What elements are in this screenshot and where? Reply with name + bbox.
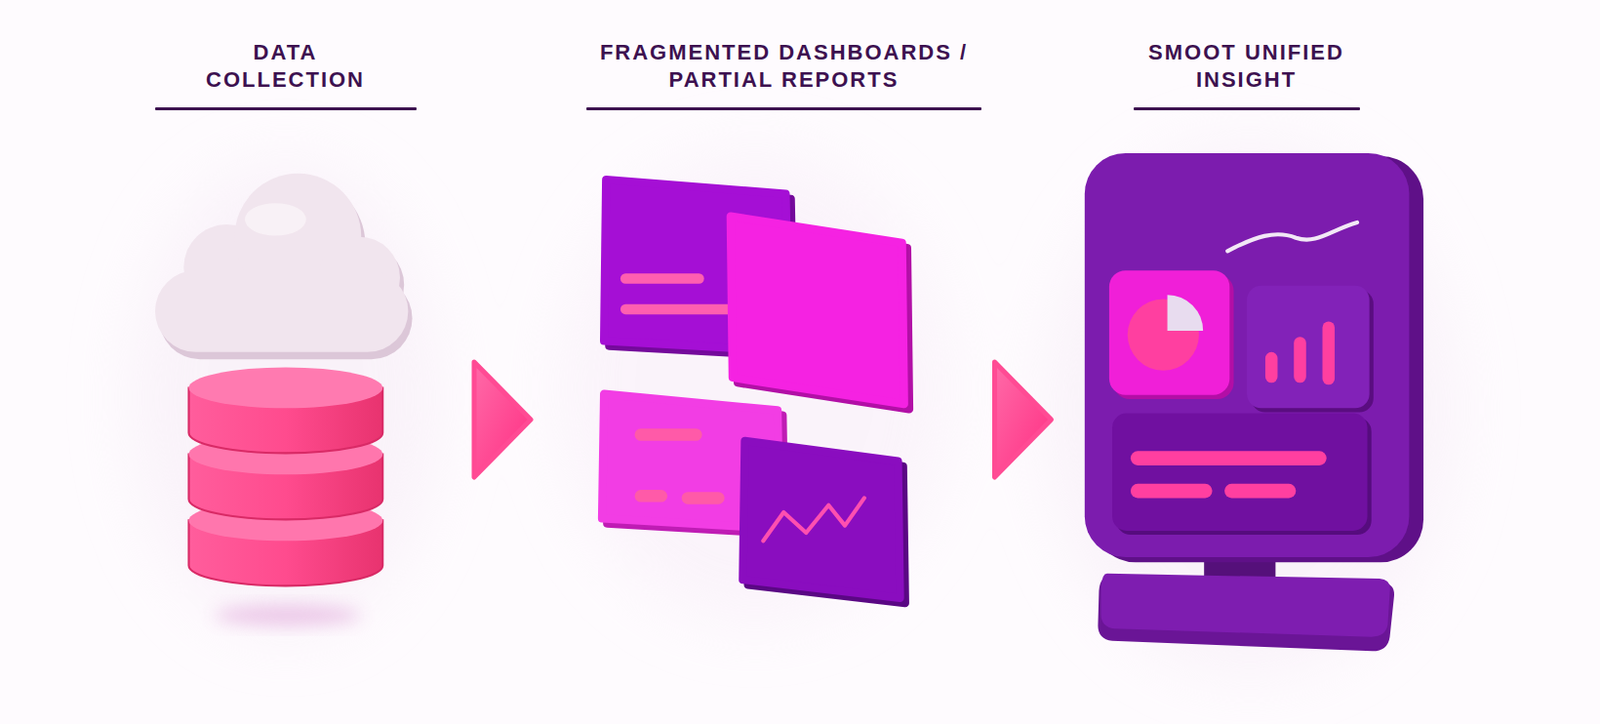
pie-chart-card (1109, 270, 1235, 400)
stage-heading: SMOOT UNIFIED INSIGHT (1134, 39, 1360, 94)
cloud-icon (155, 173, 413, 360)
stage-heading: DATA COLLECTION (178, 39, 394, 94)
database-disc (188, 367, 383, 454)
arrow-head (995, 361, 1052, 478)
stage-panel: DATA COLLECTION (146, 39, 425, 664)
flow-arrow (424, 361, 581, 478)
stage-panel: SMOOT UNIFIED INSIGHT (1058, 39, 1435, 664)
heading-underline (586, 107, 982, 111)
heading-underline (155, 107, 417, 111)
dashboard-panel (730, 216, 910, 410)
background-glow (132, 142, 1454, 674)
database-icon (188, 367, 383, 627)
stage-panel: FRAGMENTED DASHBOARDS / PARTIAL REPORTS (580, 39, 988, 664)
stage-heading: FRAGMENTED DASHBOARDS / PARTIAL REPORTS (589, 39, 980, 94)
heading-underline (1133, 107, 1360, 111)
bar-chart-card (1246, 285, 1374, 413)
flow-arrow (987, 361, 1059, 478)
text-card (1112, 413, 1372, 535)
dashboard-fragments (601, 179, 910, 603)
monitor-icon (1084, 153, 1424, 651)
arrow-head (474, 361, 531, 478)
dashboard-panel (742, 440, 905, 603)
